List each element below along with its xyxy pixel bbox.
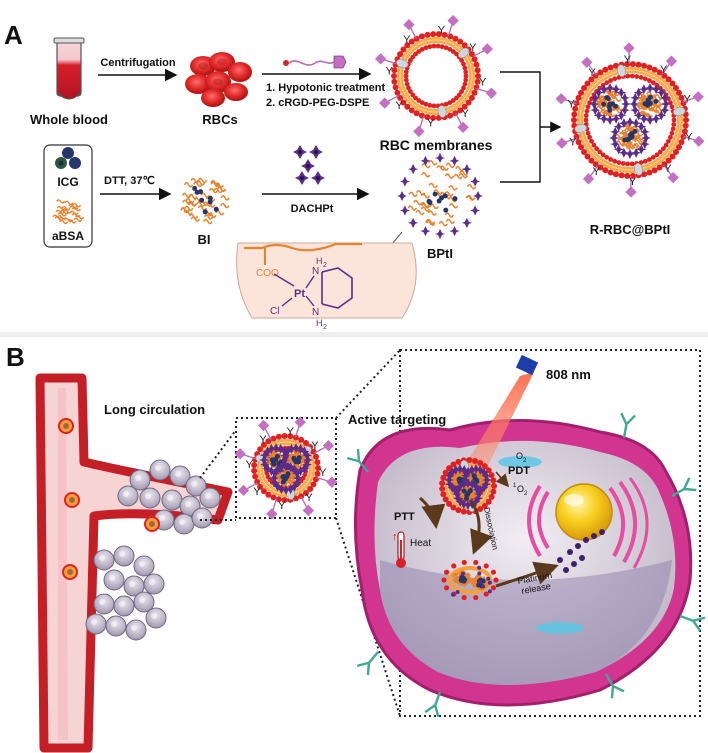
thermometer-icon <box>396 532 406 568</box>
pdt-label: PDT <box>508 465 530 477</box>
inset-background <box>237 243 417 318</box>
svg-text:Y: Y <box>396 100 404 112</box>
panel-divider <box>0 332 708 337</box>
chemistry-inset: COO Pt Cl N H 2 N H 2 <box>237 232 417 331</box>
svg-text:Y: Y <box>479 76 487 88</box>
svg-text:Y: Y <box>246 459 254 471</box>
rbcs-label: RBCs <box>202 112 237 127</box>
svg-text:Y: Y <box>438 24 446 36</box>
svg-text:Y: Y <box>588 67 596 79</box>
svg-text:Y: Y <box>278 500 286 512</box>
svg-text:Y: Y <box>664 163 672 175</box>
svg-text:Y: Y <box>629 176 637 188</box>
svg-text:Y: Y <box>568 99 576 111</box>
svg-text:Y: Y <box>259 434 267 446</box>
step2-label: 2. cRGD-PEG-DSPE <box>266 97 369 109</box>
svg-text:Y: Y <box>386 66 394 78</box>
svg-text:Y: Y <box>319 467 327 479</box>
absa-label: aBSA <box>52 229 84 243</box>
laser-label: 808 nm <box>546 367 591 382</box>
product-label: R-RBC@BPtI <box>590 222 671 237</box>
dachpt-label: DACHPt <box>291 203 334 215</box>
dtt-label: DTT, 37℃ <box>104 175 155 187</box>
svg-text:Y: Y <box>660 64 668 76</box>
svg-text:Y: Y <box>593 166 601 178</box>
bpti-label: BPtI <box>427 246 453 261</box>
svg-text:Y: Y <box>624 54 632 66</box>
svg-text:Y: Y <box>305 492 313 504</box>
singlet-o2-label: O <box>517 484 524 494</box>
o2-label: O <box>516 451 523 461</box>
mitochondria-icon-2 <box>536 622 584 634</box>
svg-text:Y: Y <box>311 440 319 452</box>
heat-label: Heat <box>410 538 431 549</box>
svg-text:Y: Y <box>683 94 691 106</box>
svg-text:Y: Y <box>287 426 295 438</box>
h1-subscript: 2 <box>323 262 327 269</box>
panel-b: B Long circulation Active targeting YYYY… <box>6 342 705 748</box>
test-tube-icon <box>54 38 84 99</box>
bi-label: BI <box>198 232 211 247</box>
svg-text:Y: Y <box>403 34 411 46</box>
ptt-label: PTT <box>394 511 415 523</box>
zoomed-nanoparticle-icon: Y Y Y Y Y Y Y Y <box>234 416 337 519</box>
pt-label: Pt <box>294 288 305 300</box>
long-circulation-label: Long circulation <box>104 402 205 417</box>
svg-text:Y: Y <box>427 118 435 130</box>
step1-label: 1. Hypotonic treatment <box>266 82 386 94</box>
svg-text:Y: Y <box>469 42 477 54</box>
svg-text:Y: Y <box>569 136 577 148</box>
heat-up-arrow: ↑ <box>392 531 398 543</box>
rbc-membranes-label: RBC membranes <box>380 137 493 153</box>
svg-text:Y: Y <box>253 486 261 498</box>
cl-label: Cl <box>270 306 279 317</box>
h2-label: H <box>316 318 323 328</box>
panel-a: A Whole blood Centrifugation RBCs <box>0 0 708 332</box>
svg-text:Y: Y <box>685 131 693 143</box>
n1-label: N <box>312 266 319 277</box>
coo-label: COO <box>256 268 279 279</box>
centrifugation-label: Centrifugation <box>100 57 175 69</box>
h1-label: H <box>316 256 323 266</box>
n2-label: N <box>312 307 319 318</box>
panel-b-letter: B <box>6 342 25 372</box>
active-targeting-label: Active targeting <box>348 412 446 427</box>
svg-text:Y: Y <box>462 108 470 120</box>
h2-subscript: 2 <box>323 324 327 331</box>
icg-label: ICG <box>57 175 78 189</box>
whole-blood-label: Whole blood <box>30 112 108 127</box>
panel-a-letter: A <box>4 20 23 50</box>
